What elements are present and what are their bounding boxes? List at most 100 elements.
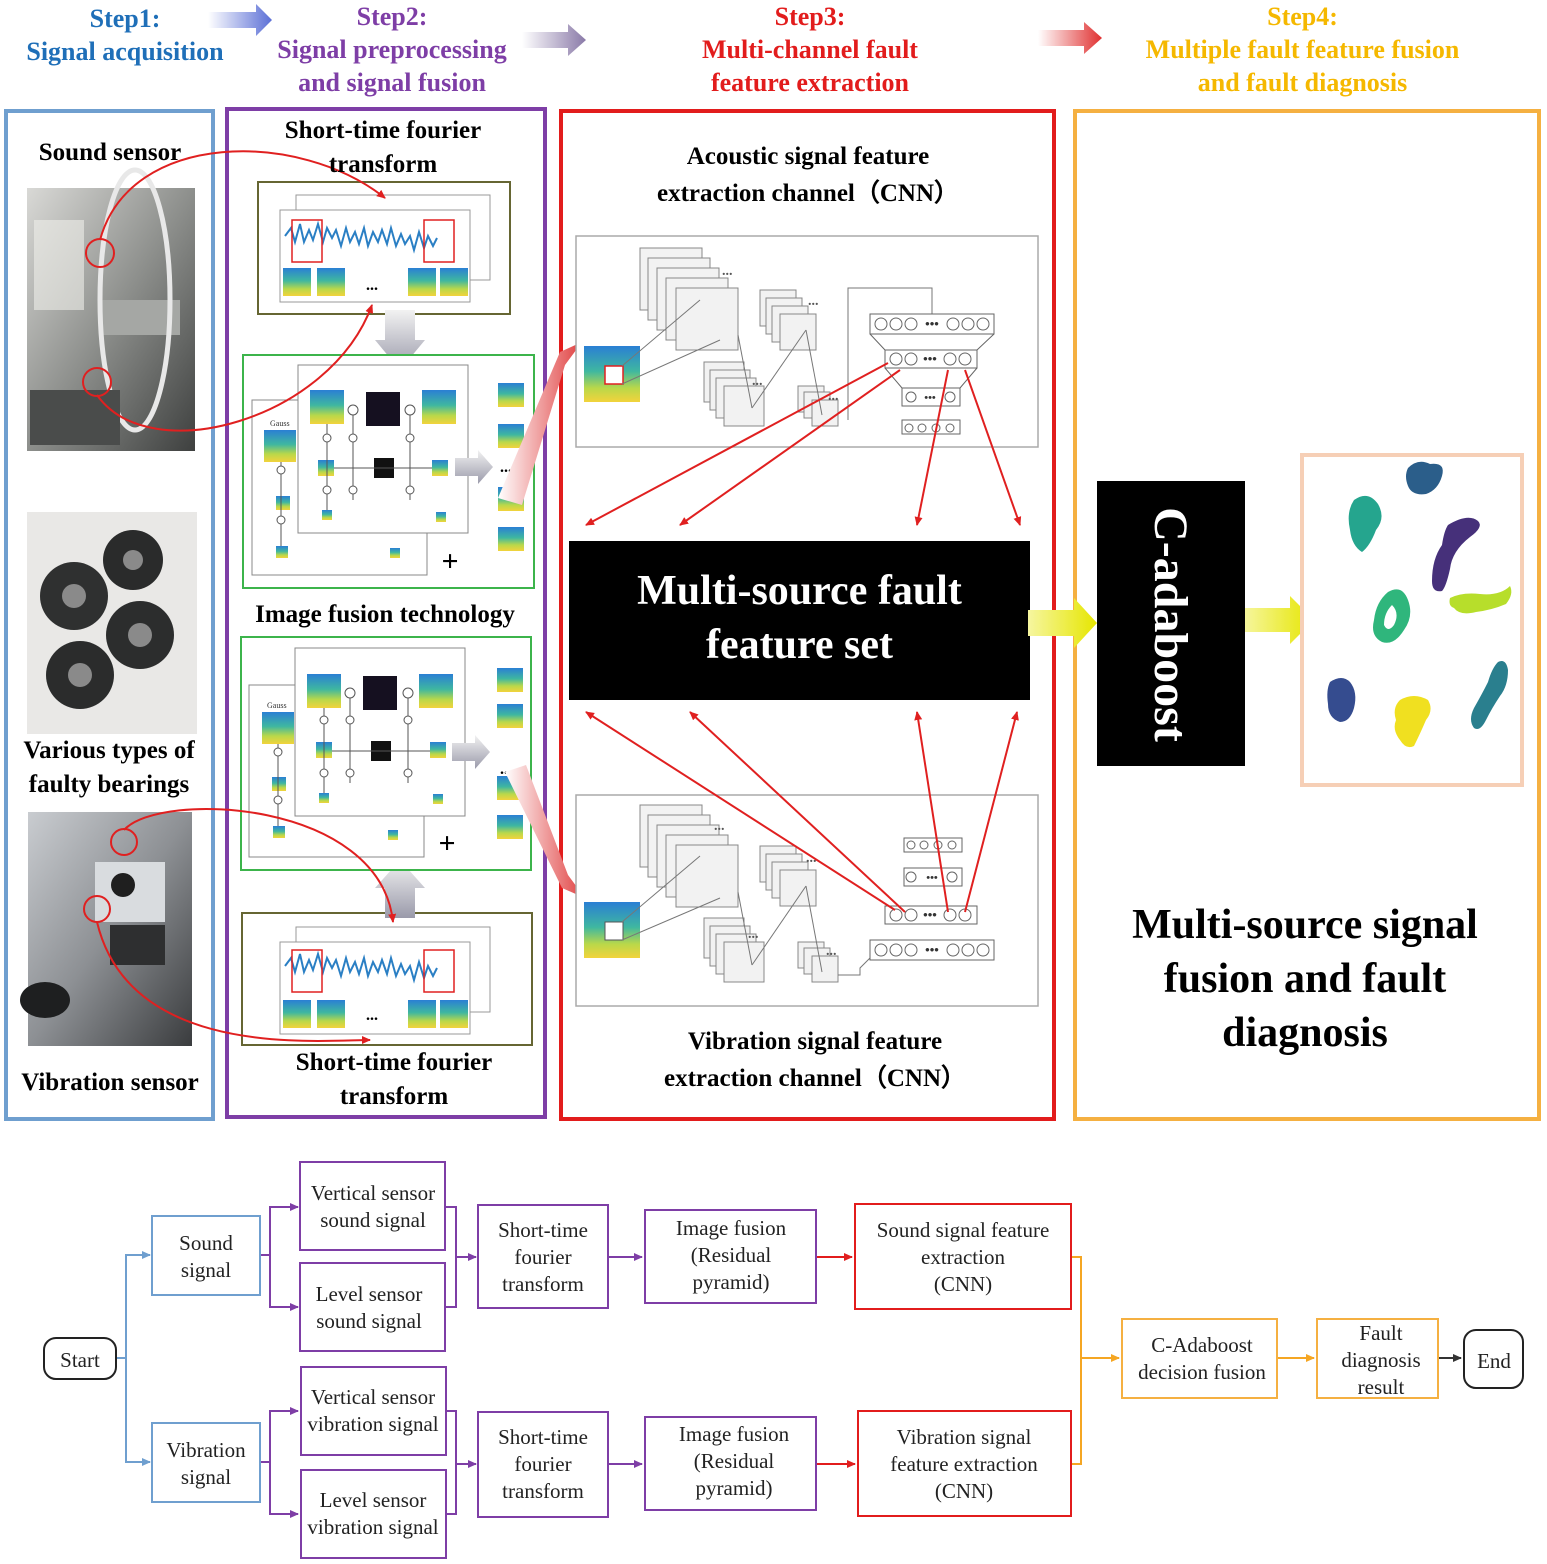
flow-level-vibration-l2: vibration signal — [307, 1515, 438, 1539]
flow-level-vibration — [300, 1469, 447, 1559]
flow-vertical-vibration — [300, 1366, 447, 1456]
feature-arrows — [585, 362, 1022, 913]
flow-fault-result-l2: diagnosis — [1341, 1348, 1420, 1372]
flow-vertical-sound-l2: sound signal — [320, 1208, 426, 1232]
svg-text:...: ... — [748, 927, 759, 942]
stft-bottom-line2: transform — [339, 1083, 449, 1110]
flow-cadaboost-fusion — [1121, 1318, 1278, 1399]
flow-fusion-sound-l1: Image fusion — [676, 1216, 787, 1240]
svg-text:...: ... — [722, 264, 733, 279]
svg-text:•••: ••• — [924, 392, 936, 404]
flow-cnn-sound-l3: (CNN) — [934, 1272, 992, 1296]
step-arrow-3 — [1038, 22, 1102, 54]
cadaboost-box — [1097, 481, 1245, 766]
svg-text:+: + — [441, 545, 458, 578]
svg-text:•••: ••• — [926, 872, 938, 884]
flow-level-sound-l2: sound signal — [316, 1309, 422, 1333]
flow-vertical-vibration-l2: vibration signal — [307, 1412, 438, 1436]
flow-cadaboost-fusion-l2: decision fusion — [1138, 1360, 1266, 1384]
faulty-bearings-line2: faulty bearings — [28, 771, 190, 798]
flow-start-label: Start — [60, 1348, 100, 1372]
cone-arrow-to-vibration-cnn — [505, 765, 585, 898]
acoustic-cnn-figure: ... ... ... ... ••• ••• ••• — [575, 235, 1039, 448]
svg-text:•••: ••• — [925, 942, 939, 957]
svg-text:•••: ••• — [923, 907, 937, 922]
vibration-channel-line2: extraction channel（CNN） — [663, 1065, 967, 1092]
flow-sound-signal-l2: signal — [181, 1258, 231, 1282]
vibration-channel-label: Vibration signal feature extraction chan… — [600, 1023, 1030, 1097]
flow-end-label: End — [1477, 1349, 1511, 1373]
flow-stft-sound-l3: transform — [502, 1272, 584, 1296]
step4-line2: and fault diagnosis — [1197, 68, 1408, 97]
svg-text:...: ... — [752, 374, 763, 389]
flow-cnn-sound — [854, 1203, 1072, 1310]
step1-header: Step1: Signal acquisition — [0, 2, 250, 68]
svg-text:...: ... — [500, 459, 512, 476]
flow-level-sound — [299, 1262, 446, 1352]
faulty-bearings-photo — [27, 512, 197, 734]
step3-header: Step3: Multi-channel fault feature extra… — [660, 0, 960, 99]
feature-set-label: Multi-source fault feature set — [569, 564, 1030, 672]
vibration-channel-line1: Vibration signal feature — [687, 1028, 943, 1055]
flow-cnn-vibration-l3: (CNN) — [935, 1479, 993, 1503]
yellow-arrow-to-cadaboost — [1028, 598, 1097, 648]
step2-line1: Signal preprocessing — [277, 35, 507, 64]
svg-text:...: ... — [828, 389, 839, 404]
flow-fault-result — [1316, 1318, 1439, 1399]
flow-cnn-vibration — [857, 1410, 1072, 1517]
feature-set-line1: Multi-source fault — [637, 568, 962, 614]
stft-top-line2: transform — [328, 151, 438, 178]
svg-text:...: ... — [808, 294, 819, 309]
panel-signal-acquisition — [4, 109, 215, 1121]
step3-line1: Multi-channel fault — [702, 35, 918, 64]
cone-arrow-to-acoustic-cnn — [498, 342, 582, 505]
step4-title: Step4: — [1267, 2, 1338, 31]
svg-text:...: ... — [366, 1007, 378, 1024]
svg-text:•••: ••• — [925, 316, 939, 331]
flow-cadaboost-fusion-l1: C-Adaboost — [1151, 1333, 1253, 1357]
flow-fusion-sound-l3: pyramid) — [693, 1270, 770, 1294]
faulty-bearings-line1: Various types of — [23, 737, 195, 764]
flow-level-vibration-l1: Level sensor — [320, 1488, 427, 1512]
image-fusion-bottom-figure: Gauss + ... — [240, 636, 532, 871]
faulty-bearings-label: Various types of faulty bearings — [8, 734, 210, 802]
acoustic-channel-line2: extraction channel（CNN） — [656, 180, 960, 207]
flow-vibration-signal-l1: Vibration — [166, 1438, 246, 1462]
panel-preprocessing — [225, 107, 547, 1119]
vibration-cnn-figure: ... ... ... ... ••• ••• ••• — [575, 794, 1039, 1007]
flow-end-node — [1463, 1329, 1524, 1389]
diagnosis-result-line1: Multi-source signal — [1132, 902, 1478, 948]
svg-text:...: ... — [714, 819, 725, 834]
feature-set-box — [569, 541, 1030, 700]
flow-vertical-sound-l1: Vertical sensor — [311, 1181, 435, 1205]
flow-fusion-vibration-l1: Image fusion — [679, 1422, 790, 1446]
svg-text:...: ... — [806, 851, 817, 866]
flow-stft-sound — [477, 1204, 609, 1309]
flowchart: Start End Sound signal Vibration signal … — [43, 1161, 1524, 1559]
vibration-sensor-label: Vibration sensor — [21, 1069, 199, 1096]
flow-fusion-sound — [644, 1209, 817, 1304]
flow-level-sound-l1: Level sensor — [316, 1282, 423, 1306]
svg-text:...: ... — [366, 277, 378, 294]
flow-fusion-vibration-l2: (Residual — [694, 1449, 775, 1473]
stft-bottom-line1: Short-time fourier — [295, 1049, 493, 1076]
sensor-signal-arrows — [96, 150, 397, 1045]
step-arrow-2 — [522, 24, 586, 56]
acoustic-channel-label: Acoustic signal feature extraction chann… — [600, 138, 1016, 212]
flow-fusion-sound-l2: (Residual — [691, 1243, 772, 1267]
step3-title: Step3: — [774, 2, 846, 31]
diagnosis-result-line3: diagnosis — [1222, 1010, 1388, 1056]
stft-top-figure: ... — [257, 181, 511, 315]
flow-stft-vibration-l2: fourier — [514, 1452, 571, 1476]
step4-line1: Multiple fault feature fusion — [1145, 35, 1460, 64]
flow-cnn-sound-l1: Sound signal feature — [877, 1218, 1050, 1242]
flow-vertical-sound — [299, 1161, 446, 1251]
flow-stft-vibration — [477, 1411, 609, 1518]
flow-vibration-signal-l2: signal — [181, 1465, 231, 1489]
flow-stft-sound-l2: fourier — [514, 1245, 571, 1269]
yellow-arrow-to-result — [1243, 596, 1314, 644]
gauss-label-bottom: Gauss — [267, 701, 287, 710]
flow-stft-vibration-l3: transform — [502, 1479, 584, 1503]
flow-sound-signal-l1: Sound — [179, 1231, 233, 1255]
flow-fusion-vibration — [644, 1416, 817, 1511]
